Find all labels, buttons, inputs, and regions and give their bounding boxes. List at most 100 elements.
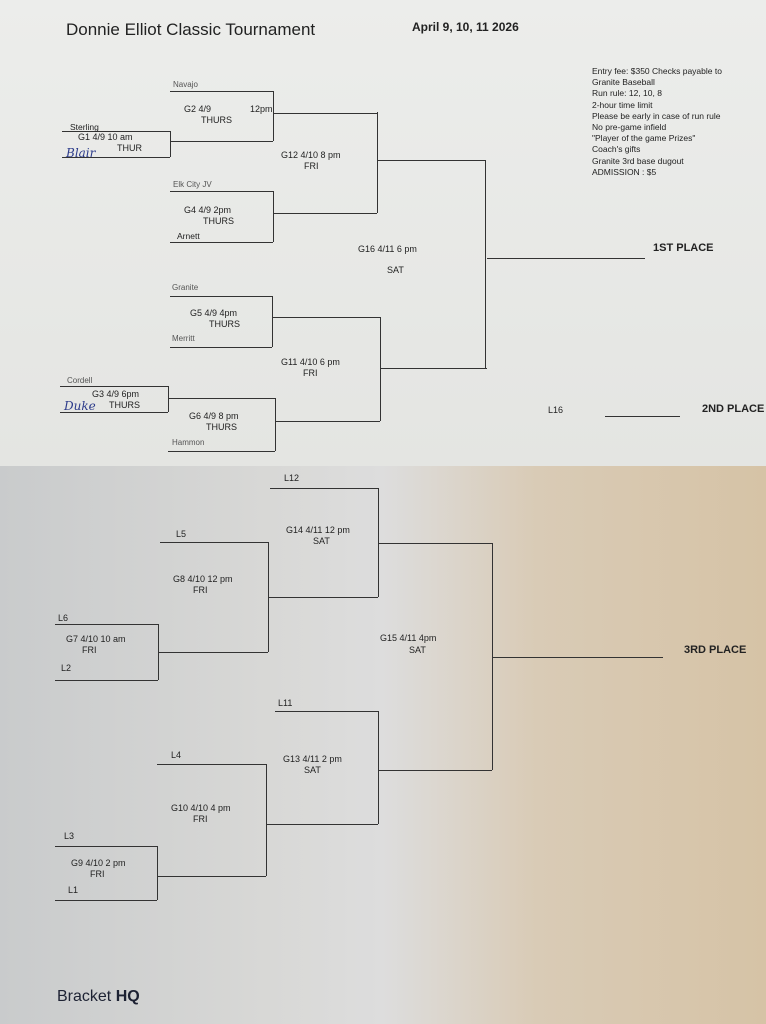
bracket-line	[158, 624, 159, 680]
tournament-dates: April 9, 10, 11 2026	[412, 20, 519, 34]
bracket-line	[377, 160, 485, 161]
note: 2-hour time limit	[592, 99, 653, 110]
bracket-line	[378, 770, 492, 771]
bracket-line	[62, 131, 170, 132]
game-g14-day: SAT	[313, 536, 330, 546]
game-g4-day: THURS	[203, 216, 234, 226]
loser-l2: L2	[61, 663, 72, 673]
bracket-line	[272, 296, 273, 347]
team-sterling: Sterling	[70, 122, 99, 132]
bracket-line	[380, 368, 487, 369]
loser-l11: L11	[278, 698, 293, 708]
note: Coach's gifts	[592, 144, 641, 155]
bracket-line	[168, 386, 169, 412]
bracket-line	[272, 317, 380, 318]
bracket-line	[270, 488, 378, 489]
game-g9: G9 4/10 2 pm	[71, 858, 126, 868]
team-blair-handwritten: Blair	[66, 146, 96, 160]
tournament-notes: Entry fee: $350 Checks payable to Granit…	[592, 66, 722, 178]
note: Entry fee: $350 Checks payable to	[592, 66, 722, 76]
game-g7: G7 4/10 10 am	[66, 634, 126, 644]
game-g11-day: FRI	[303, 368, 318, 378]
game-g10: G10 4/10 4 pm	[171, 803, 231, 813]
logo-text-hq: HQ	[115, 988, 140, 1005]
game-g6-day: THURS	[206, 422, 237, 432]
bracket-line	[55, 680, 158, 681]
bracket-line	[157, 764, 266, 765]
note: Granite Baseball	[592, 77, 655, 88]
bracket-sheet-top	[0, 0, 766, 466]
bracket-line	[170, 191, 273, 192]
game-g3-day: THURS	[109, 400, 140, 410]
game-g3: G3 4/9 6pm	[92, 389, 140, 399]
bracket-line	[170, 242, 273, 243]
first-place-label: 1ST PLACE	[653, 242, 714, 254]
bracket-line	[157, 876, 266, 877]
team-arnett: Arnett	[177, 231, 200, 241]
game-g1-day: THUR	[117, 143, 142, 153]
bracket-hq-logo: Bracket HQ	[57, 988, 140, 1006]
note: ADMISSION : $5	[592, 166, 657, 177]
team-granite: Granite	[172, 283, 199, 292]
bracket-line	[487, 258, 645, 259]
bracket-line	[266, 764, 267, 876]
game-g7-day: FRI	[82, 645, 97, 655]
game-g1: G1 4/9 10 am	[78, 132, 133, 142]
note: Please be early in case of run rule	[592, 110, 721, 121]
second-place-label: 2ND PLACE	[702, 403, 765, 415]
game-g13: G13 4/11 2 pm	[283, 754, 342, 764]
bracket-line	[378, 711, 379, 824]
bracket-line	[275, 421, 380, 422]
third-place-label: 3RD PLACE	[684, 644, 747, 656]
game-g13-day: SAT	[304, 765, 321, 775]
note: Run rule: 12, 10, 8	[592, 88, 662, 99]
bracket-line	[273, 191, 274, 242]
game-g8: G8 4/10 12 pm	[173, 574, 233, 584]
bracket-line	[492, 657, 663, 658]
bracket-line	[268, 542, 269, 652]
game-g15: G15 4/11 4pm	[380, 633, 437, 643]
bracket-line	[168, 451, 275, 452]
game-g6: G6 4/9 8 pm	[189, 411, 239, 421]
bracket-line	[377, 112, 378, 213]
team-elk-city-jv: Elk City JV	[173, 180, 212, 189]
game-g9-day: FRI	[90, 869, 105, 879]
bracket-line	[60, 412, 168, 413]
bracket-line	[275, 398, 276, 451]
bracket-line	[157, 846, 158, 900]
bracket-line	[273, 113, 377, 114]
bracket-line	[170, 296, 272, 297]
loser-l3: L3	[64, 831, 75, 841]
game-g10-day: FRI	[193, 814, 208, 824]
bracket-line	[62, 157, 170, 158]
game-g2: G2 4/9	[184, 104, 212, 114]
team-duke-handwritten: Duke	[64, 399, 96, 413]
team-cordell: Cordell	[67, 376, 93, 385]
game-g8-day: FRI	[193, 585, 208, 595]
bracket-line	[60, 386, 168, 387]
bracket-line	[55, 846, 157, 847]
note: "Player of the game Prizes"	[592, 133, 696, 144]
loser-l6: L6	[58, 613, 69, 623]
bracket-line	[170, 131, 171, 157]
bracket-line	[492, 543, 493, 770]
game-g14: G14 4/11 12 pm	[286, 525, 350, 535]
game-g11: G11 4/10 6 pm	[281, 357, 340, 367]
loser-l1: L1	[68, 885, 79, 895]
team-hammon: Hammon	[172, 438, 205, 447]
tournament-title: Donnie Elliot Classic Tournament	[66, 20, 316, 39]
game-g16-day: SAT	[387, 265, 404, 275]
bracket-line	[158, 652, 268, 653]
team-merritt: Merritt	[172, 334, 195, 343]
bracket-line	[170, 141, 273, 142]
bracket-line	[605, 416, 680, 417]
bracket-line	[380, 317, 381, 421]
bracket-line	[55, 624, 158, 625]
loser-l5: L5	[176, 529, 187, 539]
game-g5-day: THURS	[209, 319, 240, 329]
note: No pre-game infield	[592, 122, 667, 133]
loser-l12: L12	[284, 473, 300, 483]
bracket-line	[168, 398, 275, 399]
bracket-line	[55, 900, 157, 901]
bracket-sheet-bottom	[0, 466, 766, 1024]
